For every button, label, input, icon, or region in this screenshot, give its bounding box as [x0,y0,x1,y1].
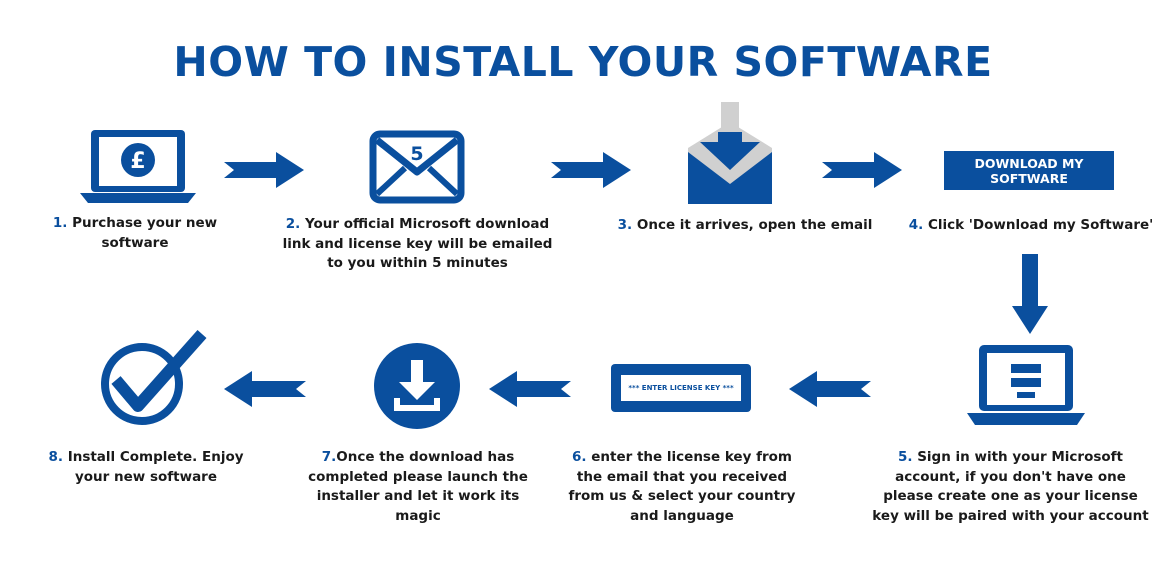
step-6-caption: 6. enter the license key from the email … [568,449,796,524]
laptop-pound-icon: £ [80,130,196,203]
license-key-box: *** ENTER LICENSE KEY *** [611,364,751,412]
license-key-input[interactable]: *** ENTER LICENSE KEY *** [621,375,741,401]
step-4-caption: 4. Click 'Download my Software' [908,217,1154,233]
laptop-login-icon [967,345,1085,425]
page-title: HOW TO INSTALL YOUR SOFTWARE [173,38,993,86]
envelope-badge: 5 [410,143,423,165]
arrow-left-1 [789,371,871,407]
step-2-caption: 2. Your official Microsoft download link… [282,216,553,271]
download-circle-icon [374,343,460,429]
arrow-left-2 [489,371,571,407]
step-3-caption: 3. Once it arrives, open the email [617,217,873,233]
envelope-icon: 5 [369,130,465,204]
step-8-caption: 8. Install Complete. Enjoy your new soft… [48,449,244,485]
download-my-software-button[interactable]: DOWNLOAD MY SOFTWARE [944,151,1114,190]
step-7-caption: 7.Once the download has completed please… [308,449,528,524]
step-5-caption: 5. Sign in with your Microsoft account, … [872,449,1149,524]
arrow-right-3 [822,152,902,188]
arrow-down [1012,254,1048,334]
step-1-caption: 1. Purchase your new software [52,215,218,251]
arrow-left-3 [224,371,306,407]
svg-text:£: £ [130,149,145,174]
arrow-right-2 [551,152,631,188]
checkmark-circle-icon [101,330,207,425]
arrow-right-1 [224,152,304,188]
open-envelope-icon [688,102,772,204]
